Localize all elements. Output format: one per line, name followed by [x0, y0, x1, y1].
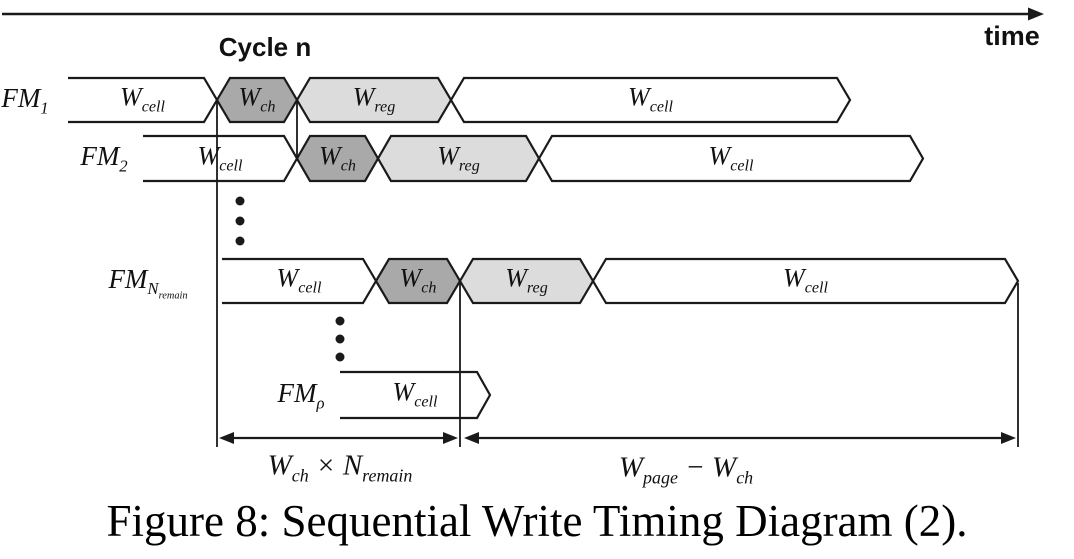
ellipsis-dot-col1	[235, 216, 245, 226]
dimension-arrowhead-left-2	[464, 432, 479, 444]
segment-label-fm2: Wcell	[708, 140, 754, 175]
dimension-label-2: Wpage − Wch	[618, 451, 754, 488]
segment-label-fm2: Wreg	[437, 140, 480, 175]
segment-label-fm-n-remain: Wcell	[783, 263, 828, 297]
figure-caption: Figure 8: Sequential Write Timing Diagra…	[106, 496, 968, 546]
dimension-arrowhead-right-1	[443, 432, 458, 444]
ellipsis-dot-col2	[335, 316, 345, 326]
segment-w-cell-fm-rho	[340, 370, 492, 420]
segment-label-fm2: Wcell	[197, 140, 243, 175]
time-axis-arrowhead	[1028, 7, 1044, 21]
time-axis-label: time	[984, 21, 1040, 51]
dimension-arrowhead-right-2	[1001, 432, 1016, 444]
dimension-label-1: Wch × Nremain	[267, 449, 413, 486]
segment-label-fm1: Wcell	[120, 82, 165, 116]
segment-w-cell-fm-n-remain	[591, 257, 1020, 305]
row-label-fm-n-remain: FMNremain	[108, 263, 188, 302]
segment-label-fm-n-remain: Wcell	[276, 263, 322, 297]
segment-w-cell-fm2	[537, 134, 925, 183]
segment-label-fm1: Wch	[238, 82, 276, 116]
ellipsis-dot-col2	[335, 352, 345, 362]
row-label-fm-rho: FMρ	[277, 377, 325, 413]
segment-label-fm1: Wreg	[352, 82, 396, 116]
segment-label-fm-n-remain: Wreg	[505, 263, 548, 297]
dimension-arrowhead-left-1	[219, 432, 234, 444]
row-label-fm2: FM2	[80, 140, 128, 176]
ellipsis-dot-col1	[235, 236, 245, 246]
ellipsis-dot-col1	[235, 196, 245, 206]
row-label-fm1: FM1	[1, 82, 49, 118]
segment-w-cell-fm1	[449, 76, 852, 124]
segment-label-fm2: Wch	[319, 140, 356, 175]
ellipsis-dot-col2	[335, 334, 345, 344]
segment-label-fm-rho: Wcell	[392, 377, 438, 411]
segment-label-fm1: Wcell	[628, 82, 673, 116]
segment-label-fm-n-remain: Wch	[399, 263, 437, 297]
cycle-label: Cycle n	[218, 32, 312, 62]
